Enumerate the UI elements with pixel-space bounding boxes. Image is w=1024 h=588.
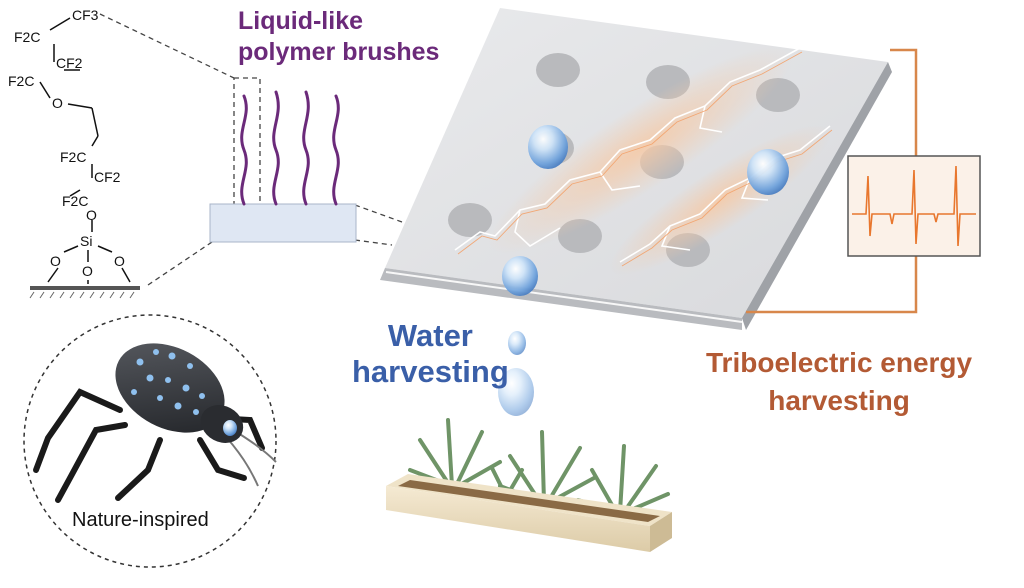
chem-f2c-1: F2C	[14, 29, 40, 45]
chem-o-3: O	[50, 253, 61, 269]
chem-cf2-1: CF2	[56, 55, 83, 71]
chem-f2c-2: F2C	[8, 73, 34, 89]
chem-o-2: O	[86, 207, 97, 223]
signal-wire	[746, 48, 918, 314]
water-droplet-icon	[498, 125, 789, 416]
fluoro-molecule-icon: CF3 F2C CF2 F2C O F2C CF2 F2C O Si O O O	[8, 7, 140, 299]
surface-plate-icon	[380, 8, 892, 330]
tribo-label-line1: Triboelectric energy	[706, 347, 973, 378]
chem-f2c-4: F2C	[62, 193, 88, 209]
chem-cf3: CF3	[72, 7, 99, 23]
lightning-icon	[454, 47, 833, 267]
water-label-line1: Water	[387, 318, 473, 353]
water-harvesting-label: Water harvesting	[352, 318, 509, 390]
chem-o-4: O	[82, 263, 93, 279]
beetle-icon	[23, 314, 277, 568]
plant-tray-icon	[386, 418, 672, 552]
tribo-label-line2: harvesting	[768, 385, 910, 416]
brushes-label-line1: Liquid-like	[238, 7, 363, 35]
chem-o-5: O	[114, 253, 125, 269]
chem-cf2-2: CF2	[94, 169, 121, 185]
chem-o-1: O	[52, 95, 63, 111]
voltage-signal-icon	[847, 155, 981, 257]
brushes-label: Liquid-like polymer brushes	[238, 6, 439, 68]
chem-f2c-3: F2C	[60, 149, 86, 165]
triboelectric-label: Triboelectric energy harvesting	[706, 344, 972, 420]
chem-si: Si	[80, 233, 92, 249]
brushes-label-line2: polymer brushes	[238, 38, 440, 66]
water-label-line2: harvesting	[352, 354, 509, 389]
nature-inspired-label: Nature-inspired	[72, 509, 209, 531]
polymer-brush-icon	[209, 90, 357, 243]
